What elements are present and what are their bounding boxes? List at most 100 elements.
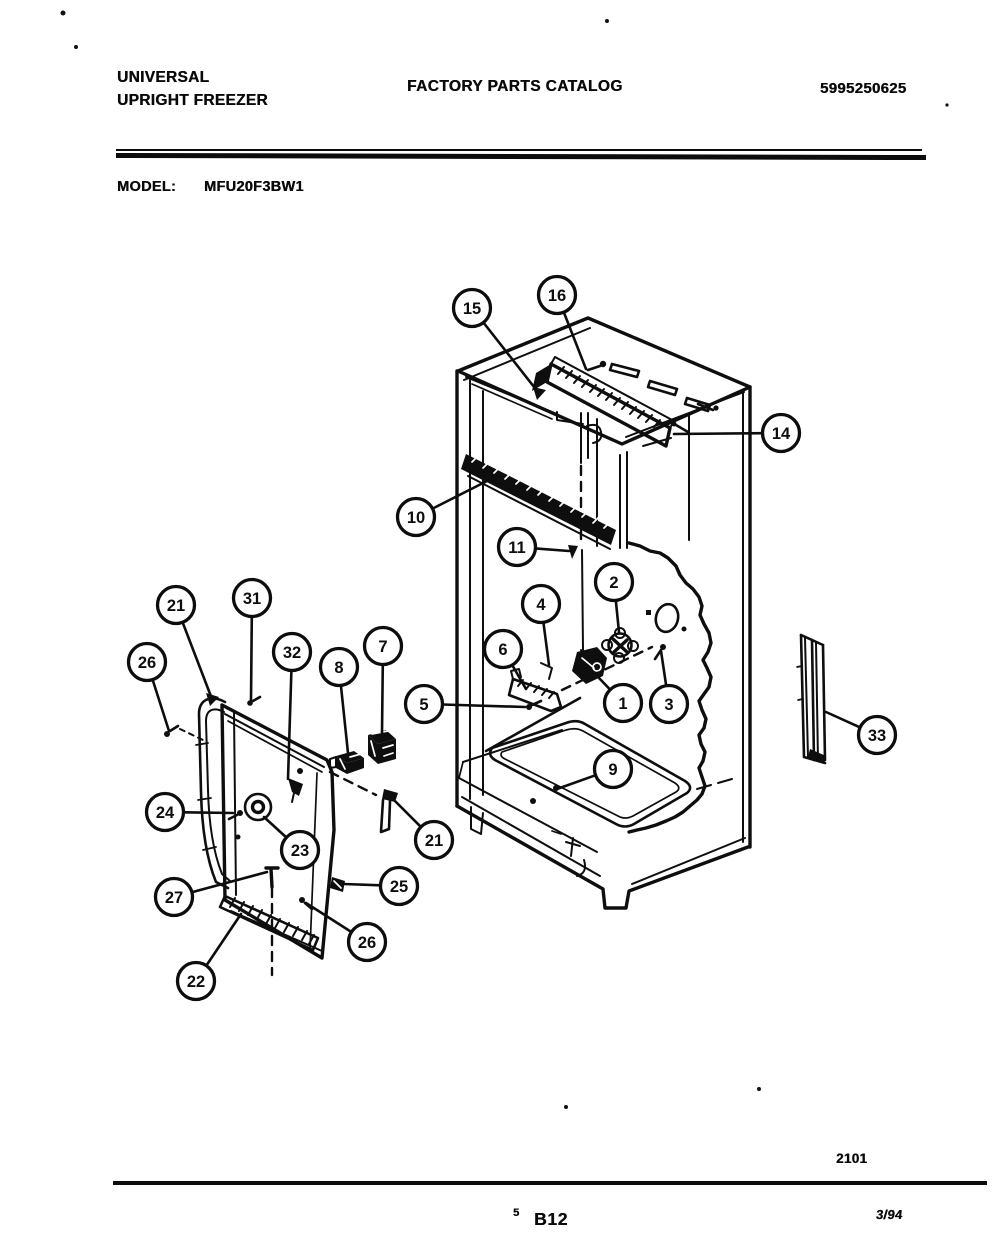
model-label: MODEL:: [117, 179, 176, 195]
callout-number: 16: [548, 287, 566, 305]
callout-balloon: [153, 876, 195, 918]
callout-leader: [190, 870, 269, 894]
callout-balloon: [592, 748, 634, 790]
floor-pan: [488, 719, 692, 828]
callout-balloon: [648, 683, 690, 725]
callout-leader: [205, 912, 243, 967]
callout-number: 10: [407, 509, 425, 527]
grommet-23: [243, 792, 273, 822]
callout-number: 22: [187, 973, 205, 991]
callout-23: 23: [262, 815, 321, 871]
header-rule-thin: [116, 149, 922, 151]
callout-number: 3: [664, 696, 673, 714]
model-number: MFU20F3BW1: [204, 179, 304, 195]
callout-number: 4: [536, 596, 546, 614]
mounting-bracket: [507, 662, 563, 713]
pin-27: [264, 866, 280, 889]
callout-leader: [380, 663, 385, 735]
callout-leader: [441, 703, 527, 709]
callout-number: 23: [291, 842, 309, 860]
vent-grille: [532, 356, 719, 448]
callout-balloon: [496, 526, 538, 568]
breaker-strip-33: [796, 633, 827, 765]
callout-26: 26: [126, 641, 171, 733]
callout-21: 21: [391, 797, 455, 861]
clip-32: [288, 768, 303, 803]
callout-balloon: [536, 274, 578, 316]
footer-date-code: 3/94: [875, 1207, 904, 1222]
callout-balloon: [482, 628, 524, 670]
callout-leader: [672, 431, 764, 436]
callout-5: 5: [403, 683, 527, 725]
screw-5: [526, 699, 543, 710]
capillary-tube: [484, 696, 582, 753]
callout-balloon: [175, 960, 217, 1002]
callout-8: 8: [318, 646, 360, 755]
callout-10: 10: [395, 478, 491, 538]
callout-balloon: [346, 921, 388, 963]
grille-screw-left: [586, 360, 607, 372]
callout-balloon: [231, 577, 273, 619]
callout-14: 14: [672, 412, 802, 454]
callout-leader: [431, 478, 491, 510]
callout-11: 11: [496, 526, 571, 568]
callout-number: 1: [618, 695, 627, 713]
callout-balloon: [318, 646, 360, 688]
thermostat-assembly: [484, 545, 666, 804]
callout-leader: [391, 797, 423, 829]
callout-2: 2: [593, 561, 635, 634]
callout-leader: [286, 669, 293, 781]
callout-number: 26: [138, 654, 156, 672]
grille-screw-right: [671, 402, 719, 434]
callout-balloon: [403, 683, 445, 725]
callout-3: 3: [648, 649, 690, 725]
hinge-bracket-21: [379, 789, 398, 834]
callout-6: 6: [482, 628, 528, 691]
screw-26-upper: [164, 724, 204, 741]
callout-number: 32: [283, 644, 301, 662]
callout-leader: [562, 310, 588, 371]
callout-balloon: [126, 641, 168, 683]
screw-24: [227, 810, 243, 821]
scan-specks: [60, 10, 949, 1109]
callout-balloon: [395, 496, 437, 538]
callout-balloon: [856, 714, 898, 756]
callout-leader: [182, 810, 235, 815]
callout-leader: [510, 663, 528, 691]
callout-leader: [181, 620, 214, 701]
callout-number: 33: [868, 727, 886, 745]
callout-number: 21: [425, 832, 443, 850]
callout-balloon: [378, 865, 420, 907]
callout-balloon: [602, 682, 644, 724]
shelf-rail: [461, 453, 616, 550]
callout-leader: [339, 684, 350, 755]
door-liner-panel: [164, 693, 398, 977]
callout-leader: [342, 882, 382, 887]
callout-number: 24: [156, 804, 175, 822]
callout-number: 5: [419, 696, 428, 714]
callout-leader: [824, 710, 862, 729]
callout-number: 26: [358, 934, 376, 952]
callout-leader: [542, 620, 551, 667]
footer-page-id: B12: [534, 1209, 568, 1229]
model-row: MODEL: MFU20F3BW1: [117, 179, 304, 195]
callout-1: 1: [597, 676, 644, 724]
callout-25: 25: [342, 865, 420, 907]
callout-balloon: [593, 561, 635, 603]
callout-balloon: [413, 819, 455, 861]
callout-4: 4: [520, 583, 562, 667]
callout-balloon: [760, 412, 802, 454]
callout-32: 32: [271, 631, 313, 781]
callout-leader: [482, 321, 540, 394]
callout-21: 21: [155, 584, 214, 701]
callout-leader: [659, 649, 668, 688]
callout-balloon: [279, 829, 321, 871]
callout-leader: [555, 773, 597, 791]
callout-number: 21: [167, 597, 185, 615]
brand-line-2: UPRIGHT FREEZER: [117, 92, 268, 109]
callout-15: 15: [451, 287, 540, 394]
callout-number: 6: [498, 641, 507, 659]
callout-balloon: [155, 584, 197, 626]
callout-balloon: [520, 583, 562, 625]
